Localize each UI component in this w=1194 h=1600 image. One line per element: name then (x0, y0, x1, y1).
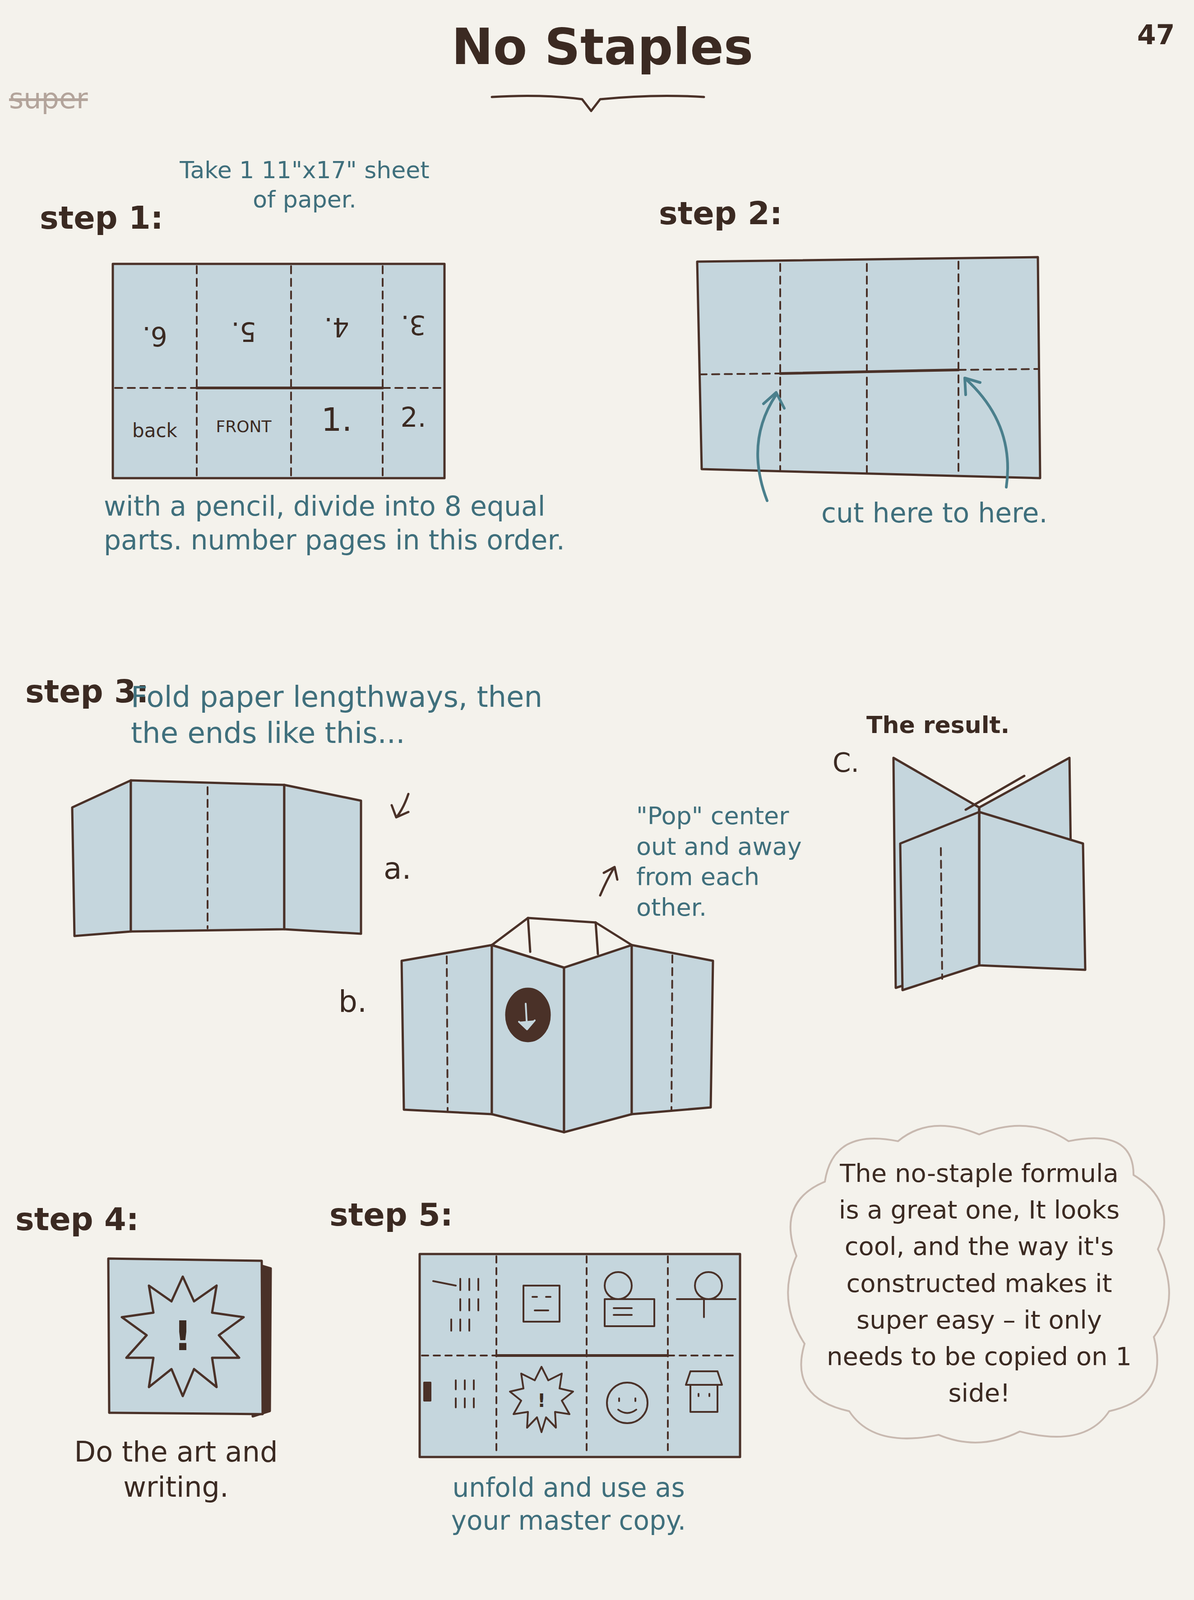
text-label: step 3: (25, 672, 149, 713)
text-label: 3. (400, 308, 426, 342)
master-sheet (419, 1254, 741, 1458)
text-label: "Pop" center out and away from each othe… (636, 800, 835, 923)
fold-figure-a (72, 780, 361, 937)
text-label: 2. (400, 400, 426, 435)
step1-sheet (112, 263, 445, 479)
cut-arrows (757, 378, 1008, 501)
text-label: C. (832, 746, 860, 780)
text-label: with a pencil, divide into 8 equal parts… (103, 489, 578, 558)
title-brace (491, 95, 704, 112)
result-figure-c (893, 758, 1086, 991)
text-label: ! (537, 1389, 546, 1413)
text-label: Take 1 11"x17" sheet of paper. (178, 155, 431, 215)
fold-figure-b (401, 918, 713, 1133)
text-label: 47 (1137, 18, 1176, 52)
text-label: a. (383, 850, 412, 889)
text-label: The result. (866, 710, 1010, 741)
text-label: back (132, 419, 178, 444)
text-label: cut here to here. (821, 496, 1111, 531)
page-title: No Staples (451, 16, 754, 79)
text-label: 6. (142, 319, 167, 353)
booklet (108, 1258, 271, 1417)
text-label: step 2: (658, 194, 783, 234)
text-label: step 5: (329, 1195, 454, 1236)
text-label: Do the art and writing. (67, 1434, 285, 1505)
text-label: 1. (321, 399, 353, 440)
text-label: ! (173, 1311, 192, 1363)
text-label: step 4: (15, 1200, 139, 1241)
thought-cloud: The no-staple formula is a great one, It… (776, 1114, 1183, 1453)
text-label: 4. (323, 310, 349, 344)
text-label: step 1: (39, 198, 164, 239)
cloud-text: The no-staple formula is a great one, It… (825, 1155, 1133, 1412)
pop-arrow (600, 867, 618, 896)
text-label: super (9, 81, 88, 117)
text-label: 5. (231, 315, 256, 349)
text-label: Fold paper lengthways, then the ends lik… (130, 679, 583, 752)
pointer-arrow (391, 794, 409, 818)
text-label: b. (338, 983, 367, 1022)
text-label: FRONT (216, 416, 272, 437)
text-label: unfold and use as your master copy. (419, 1471, 718, 1538)
step2-sheet (697, 257, 1041, 479)
